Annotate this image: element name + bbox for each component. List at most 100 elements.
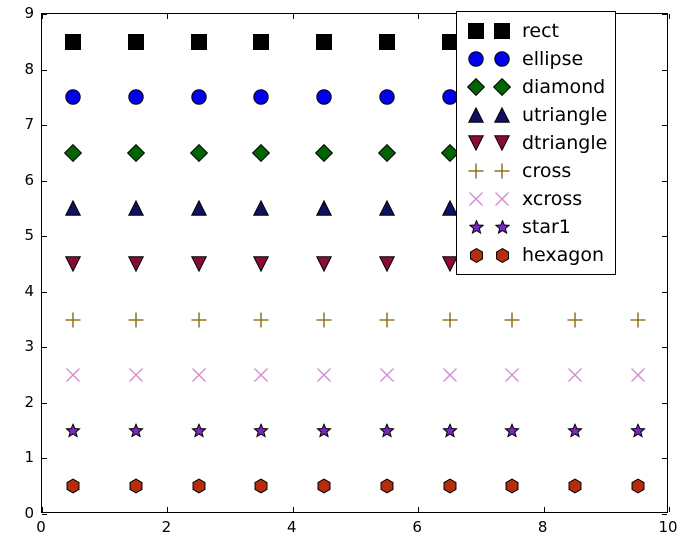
y-tick-right: [662, 180, 667, 182]
data-point-cross: [253, 312, 269, 328]
legend-label: cross: [522, 160, 572, 182]
legend-entry-cross[interactable]: cross: [463, 157, 609, 185]
data-point-rect: [190, 33, 207, 50]
y-tick: [42, 402, 47, 404]
data-point-star1: [567, 422, 583, 438]
data-point-utriangle: [253, 200, 270, 217]
plot-data-area: [42, 14, 667, 512]
y-tick-right: [662, 514, 667, 515]
data-point-ellipse: [379, 89, 395, 106]
triangle-up-icon: [489, 107, 515, 123]
data-point-diamond: [440, 143, 459, 162]
x-tick-label: 2: [161, 518, 172, 536]
y-tick-right: [662, 402, 667, 404]
data-point-diamond: [64, 143, 83, 162]
data-point-rect: [316, 33, 333, 50]
data-point-star1: [379, 422, 395, 438]
y-tick: [42, 125, 47, 127]
data-point-hexagon: [254, 478, 269, 494]
data-point-dtriangle: [65, 256, 82, 273]
y-tick: [42, 458, 47, 460]
y-tick-label: 5: [24, 226, 34, 245]
y-tick-label: 4: [24, 281, 34, 300]
y-tick-label: 8: [24, 59, 34, 78]
data-point-rect: [128, 33, 145, 50]
data-point-star1: [504, 422, 521, 438]
legend-label: xcross: [522, 188, 583, 210]
x-tick-top: [292, 14, 294, 19]
y-tick: [42, 69, 47, 71]
circle-icon: [463, 51, 489, 67]
star5-icon: [463, 219, 489, 235]
x-tick-top: [42, 14, 43, 19]
y-tick-right: [662, 458, 667, 460]
data-point-cross: [567, 312, 583, 328]
data-point-diamond: [252, 143, 271, 162]
y-tick-right: [662, 14, 667, 15]
legend-entry-star1[interactable]: star1: [463, 213, 609, 241]
data-point-utriangle: [128, 200, 145, 217]
y-tick: [42, 236, 47, 238]
y-tick-right: [662, 69, 667, 71]
data-point-xcross: [65, 367, 81, 383]
data-point-hexagon: [567, 478, 582, 494]
y-tick: [42, 14, 47, 15]
hexagon-icon: [489, 247, 515, 263]
legend-label: dtriangle: [522, 132, 608, 154]
legend-entry-diamond[interactable]: diamond: [463, 73, 609, 101]
data-point-cross: [379, 312, 395, 328]
data-point-hexagon: [129, 478, 144, 494]
y-tick-right: [662, 347, 667, 349]
data-point-xcross: [504, 367, 520, 383]
plus-icon: [489, 163, 515, 179]
legend-entry-hexagon[interactable]: hexagon: [463, 241, 609, 269]
y-tick: [42, 347, 47, 349]
triangle-up-icon: [463, 107, 489, 123]
data-point-dtriangle: [253, 256, 270, 273]
data-point-hexagon: [505, 478, 520, 494]
legend-entry-xcross[interactable]: xcross: [463, 185, 609, 213]
data-point-xcross: [253, 367, 269, 383]
x-tick-label: 10: [658, 518, 678, 536]
y-tick-label: 2: [24, 392, 34, 411]
data-point-ellipse: [65, 89, 82, 106]
y-tick-right: [662, 291, 667, 293]
y-tick-label: 3: [24, 337, 34, 356]
data-point-cross: [128, 312, 144, 328]
legend-label: diamond: [522, 76, 606, 98]
data-point-star1: [253, 422, 270, 438]
data-point-dtriangle: [441, 256, 458, 273]
y-tick-right: [662, 125, 667, 127]
data-point-cross: [316, 312, 332, 328]
legend-entry-ellipse[interactable]: ellipse: [463, 45, 609, 73]
data-point-xcross: [379, 367, 395, 383]
data-point-cross: [65, 312, 81, 328]
y-tick: [42, 514, 47, 515]
circle-icon: [489, 51, 515, 67]
y-tick: [42, 180, 47, 182]
x-tick-label: 6: [412, 518, 422, 536]
data-point-star1: [629, 422, 646, 438]
data-point-ellipse: [316, 89, 332, 106]
data-point-hexagon: [630, 478, 645, 494]
data-point-utriangle: [378, 200, 395, 217]
x-tick: [42, 507, 43, 512]
legend-entry-dtriangle[interactable]: dtriangle: [463, 129, 609, 157]
data-point-rect: [378, 33, 395, 50]
legend-label: star1: [522, 216, 571, 238]
data-point-cross: [630, 312, 646, 328]
data-point-dtriangle: [378, 256, 395, 273]
data-point-diamond: [126, 143, 146, 162]
legend-entry-rect[interactable]: rect: [463, 17, 609, 45]
data-point-xcross: [442, 367, 458, 383]
data-point-cross: [504, 312, 520, 328]
data-point-utriangle: [441, 200, 458, 217]
diamond-icon: [463, 78, 489, 96]
x-tick: [418, 507, 420, 512]
legend-entry-utriangle[interactable]: utriangle: [463, 101, 609, 129]
triangle-down-icon: [463, 135, 489, 151]
x-tick-label: 0: [36, 518, 46, 536]
data-point-rect: [65, 33, 82, 50]
